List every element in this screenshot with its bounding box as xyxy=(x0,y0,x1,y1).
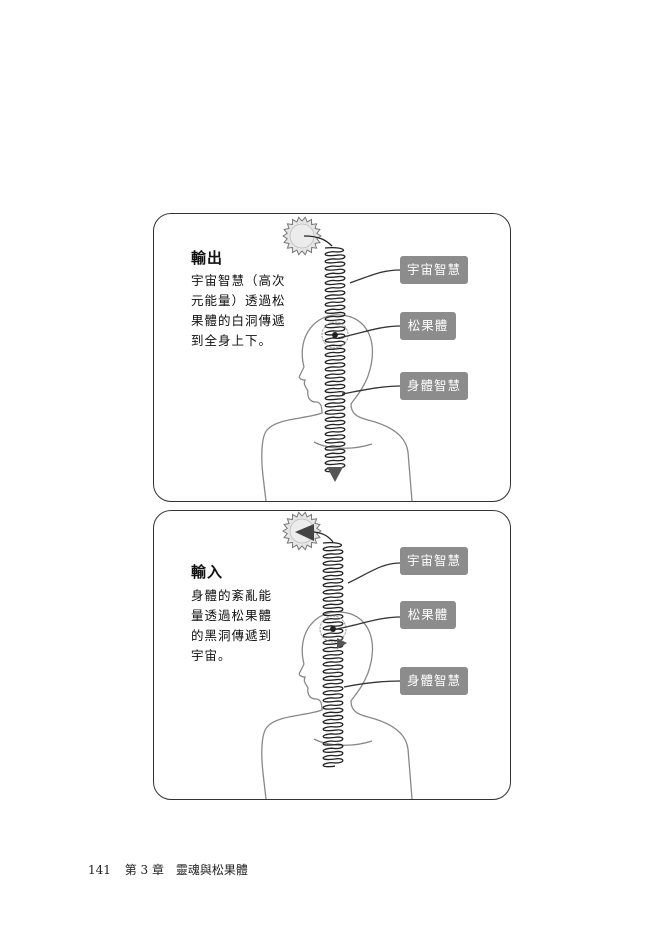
page-number: 141 xyxy=(88,863,111,877)
pineal-arrow-icon xyxy=(337,638,347,649)
label-cosmic-wisdom: 宇宙智慧 xyxy=(400,547,468,575)
panel-title: 輸入 xyxy=(191,563,224,581)
label-body-wisdom: 身體智慧 xyxy=(400,667,468,695)
page-footer: 141 第 3 章 靈魂與松果體 xyxy=(88,861,248,878)
label-body-wisdom: 身體智慧 xyxy=(400,372,468,400)
panel-description: 身體的紊亂能 量透過松果體 的黑洞傳遞到 宇宙。 xyxy=(191,588,273,663)
label-cosmic-wisdom: 宇宙智慧 xyxy=(400,256,468,284)
chapter-title: 靈魂與松果體 xyxy=(175,863,248,877)
output-panel: 輸出 宇宙智慧（高次 元能量）透過松 果體的白洞傳遞 到全身上下。 宇宙智慧 松… xyxy=(153,213,511,502)
up-arrow-icon xyxy=(295,524,314,541)
human-silhouette xyxy=(261,314,413,501)
down-arrow-icon xyxy=(327,467,343,482)
output-illustration xyxy=(261,216,413,501)
energy-spiral xyxy=(324,247,346,473)
pineal-gland-icon xyxy=(321,321,349,349)
panel-title: 輸出 xyxy=(191,249,224,267)
input-illustration xyxy=(261,511,413,799)
label-pineal-gland: 松果體 xyxy=(400,312,456,340)
panel-description: 宇宙智慧（高次 元能量）透過松 果體的白洞傳遞 到全身上下。 xyxy=(191,273,286,348)
cosmos-sun-icon xyxy=(282,216,322,256)
input-panel: 輸入 身體的紊亂能 量透過松果體 的黑洞傳遞到 宇宙。 宇宙智慧 松果體 身體智… xyxy=(153,510,511,800)
energy-spiral xyxy=(322,542,344,768)
pineal-gland-icon xyxy=(319,615,347,643)
chapter-number: 第 3 章 xyxy=(124,863,164,877)
label-pineal-gland: 松果體 xyxy=(400,601,456,629)
